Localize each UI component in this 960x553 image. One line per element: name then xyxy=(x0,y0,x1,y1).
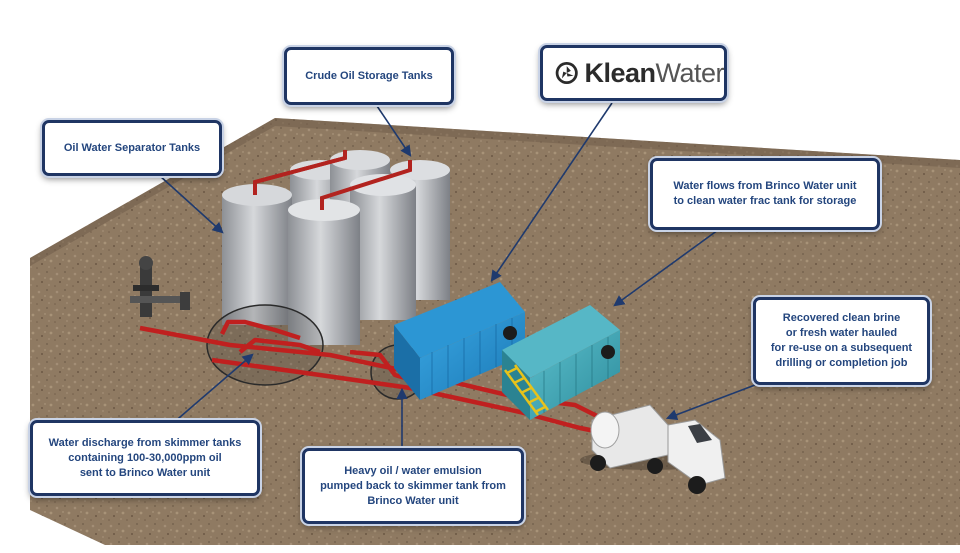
callout-arrows xyxy=(159,102,756,448)
klean-water-logo: KleanWater xyxy=(540,45,727,101)
callout-crude-oil-storage-text: Crude Oil Storage Tanks xyxy=(305,69,433,82)
oil-water-separator-tanks xyxy=(222,184,360,345)
callout-water-flows-text: Water flows from Brinco Water unit to cl… xyxy=(673,180,857,207)
klean-water-wordmark: KleanWater xyxy=(584,58,724,89)
wellhead xyxy=(130,256,190,317)
klean-water-logo-icon xyxy=(555,61,578,85)
logo-word-klean: Klean xyxy=(584,57,656,88)
logo-word-water: Water xyxy=(655,57,724,88)
callout-oil-water-separator: Oil Water Separator Tanks xyxy=(42,120,222,176)
callout-oil-water-separator-text: Oil Water Separator Tanks xyxy=(63,141,201,154)
tank-catwalks xyxy=(253,150,412,210)
callout-crude-oil-storage: Crude Oil Storage Tanks xyxy=(284,47,454,105)
callout-recovered-brine-text: Recovered clean brine or fresh water hau… xyxy=(770,312,913,369)
callout-water-flows: Water flows from Brinco Water unit to cl… xyxy=(650,158,880,230)
tanker-truck xyxy=(580,404,726,494)
callout-water-discharge: Water discharge from skimmer tanks conta… xyxy=(30,420,260,496)
klean-water-unit xyxy=(394,282,525,400)
callout-water-discharge-text: Water discharge from skimmer tanks conta… xyxy=(48,436,242,479)
callout-heavy-oil-text: Heavy oil / water emulsion pumped back t… xyxy=(320,464,506,507)
clean-water-frac-tank xyxy=(502,305,620,420)
callout-recovered-brine: Recovered clean brine or fresh water hau… xyxy=(753,297,930,385)
callout-heavy-oil: Heavy oil / water emulsion pumped back t… xyxy=(302,448,524,524)
